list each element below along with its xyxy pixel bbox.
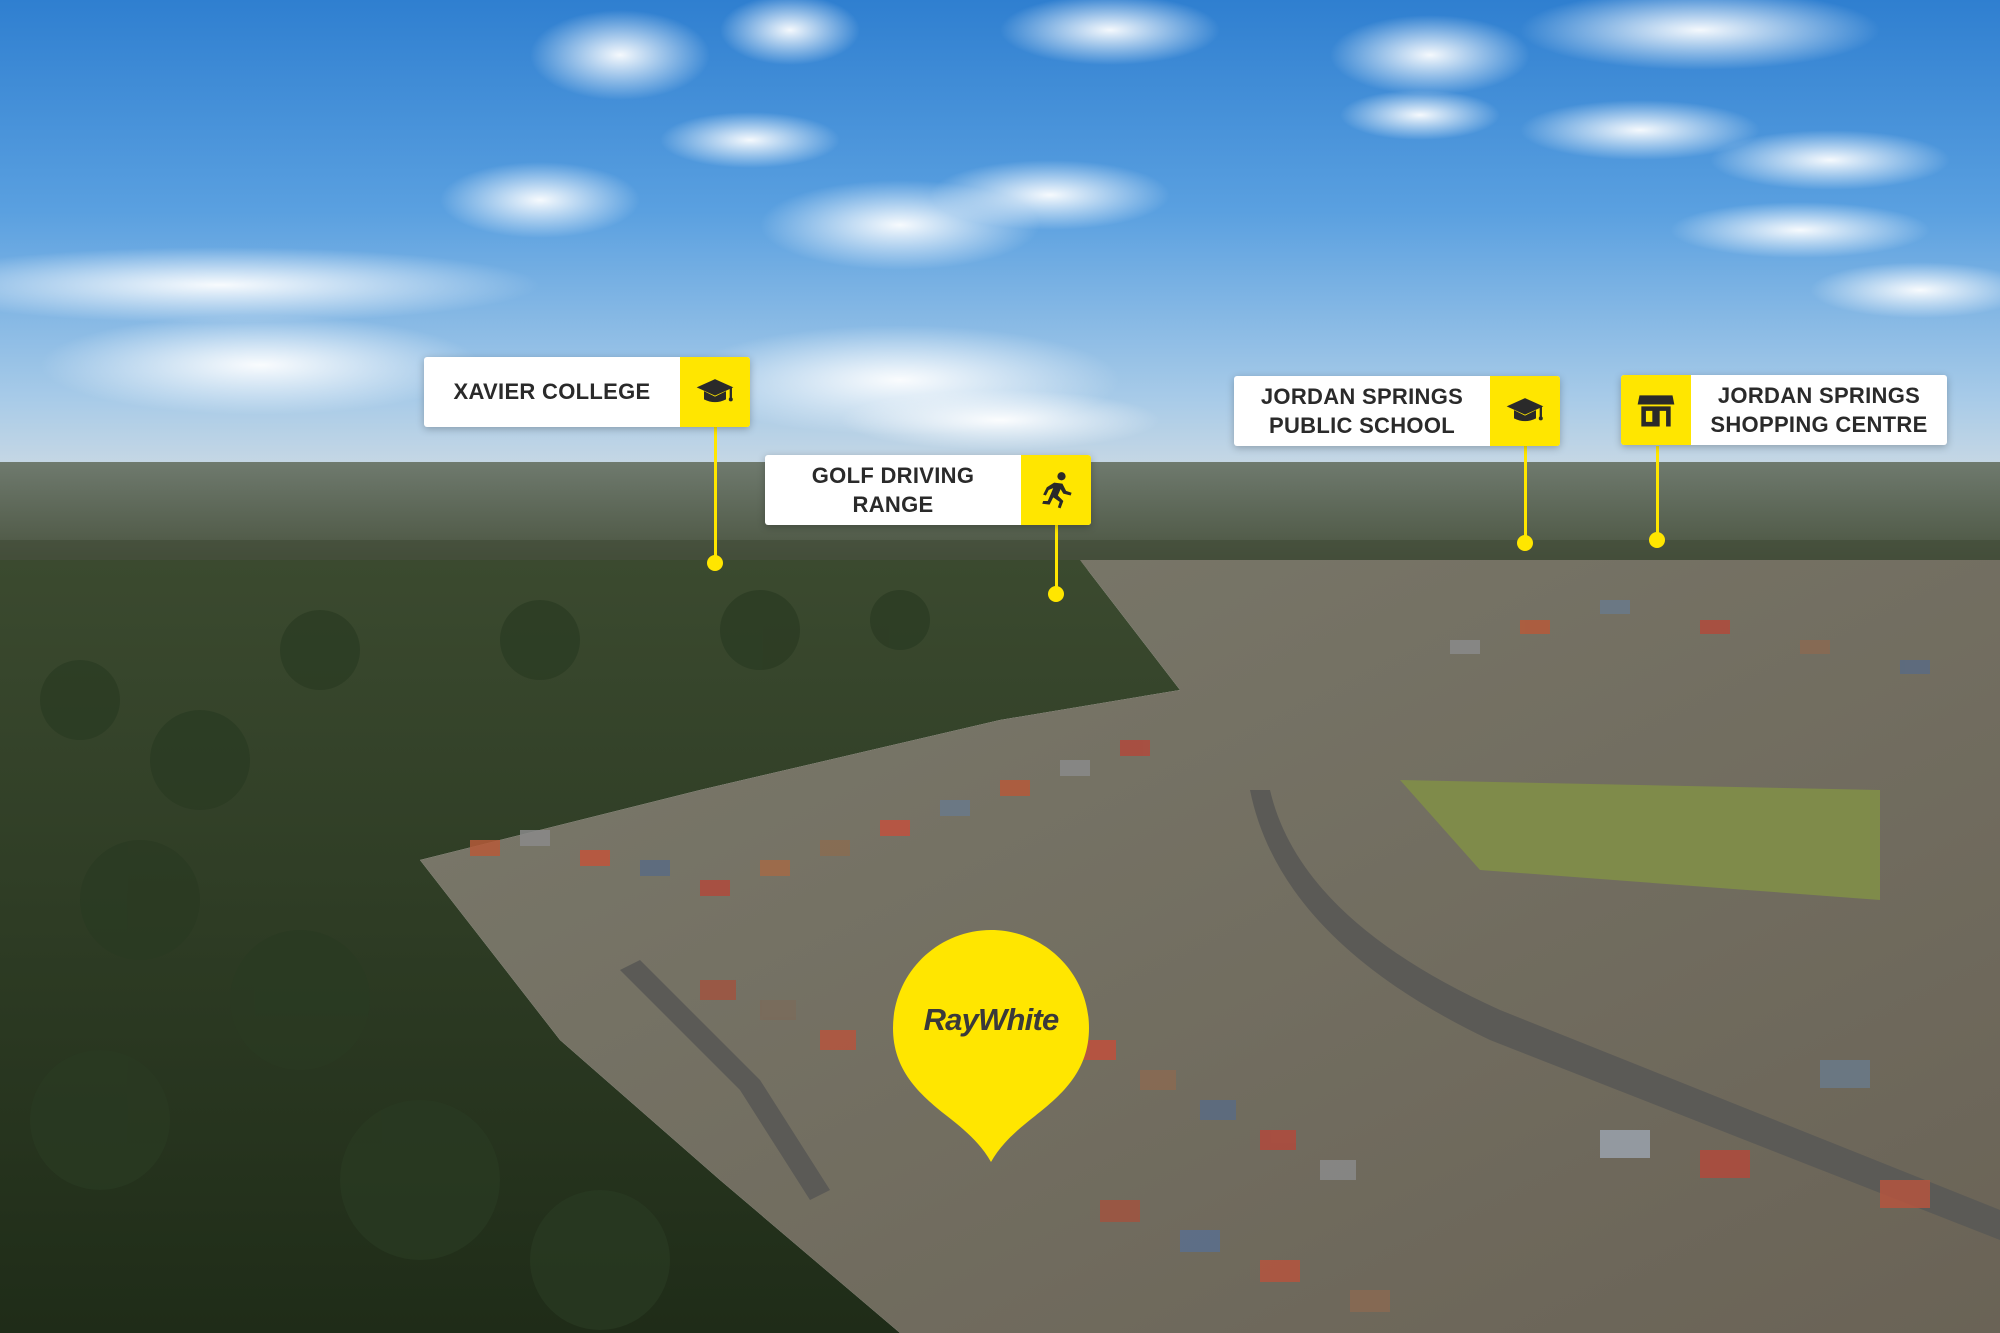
shop-storefront-icon bbox=[1621, 375, 1691, 445]
jordan-springs-public-school-text: JORDAN SPRINGS PUBLIC SCHOOL bbox=[1260, 383, 1464, 438]
graduation-cap-icon bbox=[1490, 376, 1560, 446]
jordan-springs-public-school-marker[interactable] bbox=[1517, 535, 1533, 551]
golf-driving-range-leader bbox=[1055, 525, 1058, 594]
golf-driving-range-marker[interactable] bbox=[1048, 586, 1064, 602]
property-location-pin[interactable]: RayWhite bbox=[893, 930, 1089, 1162]
golf-driving-range-label[interactable]: GOLF DRIVING RANGE bbox=[765, 455, 1091, 525]
jordan-springs-public-school-label[interactable]: JORDAN SPRINGS PUBLIC SCHOOL bbox=[1234, 376, 1560, 446]
xavier-college-text: XAVIER COLLEGE bbox=[453, 379, 651, 405]
golf-driving-range-text: GOLF DRIVING RANGE bbox=[811, 462, 975, 517]
jordan-springs-shopping-centre-marker[interactable] bbox=[1649, 532, 1665, 548]
running-person-icon bbox=[1021, 455, 1091, 525]
graduation-cap-icon bbox=[680, 357, 750, 427]
raywhite-logo: RayWhite bbox=[923, 1002, 1060, 1037]
xavier-college-marker[interactable] bbox=[707, 555, 723, 571]
xavier-college-label[interactable]: XAVIER COLLEGE bbox=[424, 357, 750, 427]
jordan-springs-public-school-leader bbox=[1524, 446, 1527, 543]
jordan-springs-shopping-centre-label[interactable]: JORDAN SPRINGS SHOPPING CENTRE bbox=[1621, 375, 1947, 445]
jordan-springs-shopping-centre-leader bbox=[1656, 446, 1659, 540]
jordan-springs-shopping-centre-text: JORDAN SPRINGS SHOPPING CENTRE bbox=[1710, 382, 1928, 437]
xavier-college-leader bbox=[714, 427, 717, 563]
